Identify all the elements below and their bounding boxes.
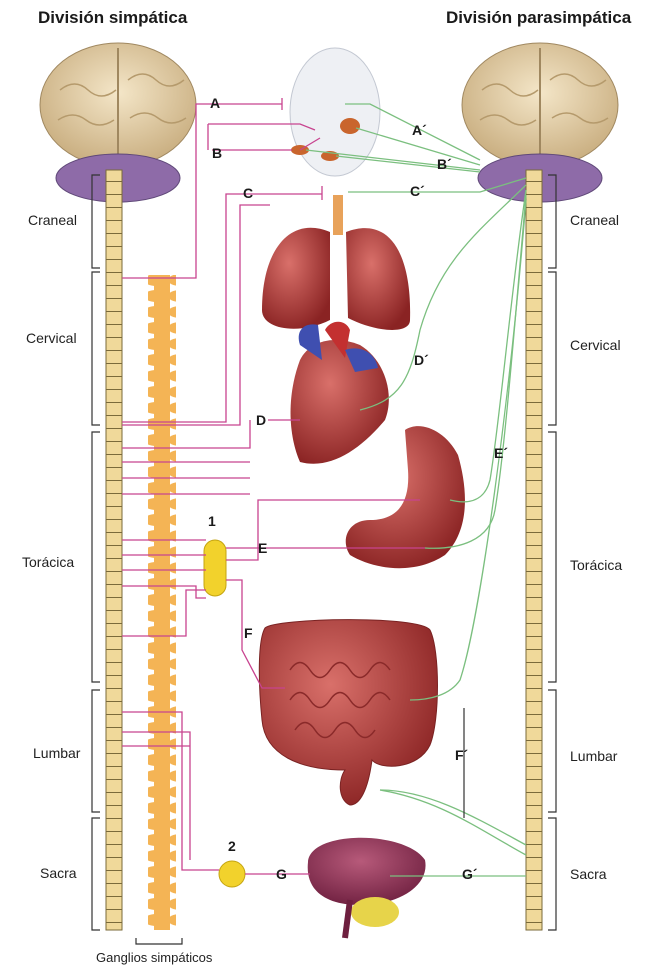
label-f: F	[244, 625, 253, 641]
left-region-sacra: Sacra	[40, 865, 77, 881]
label-e: E	[258, 540, 267, 556]
ganglia-caption: Ganglios simpáticos	[96, 950, 212, 965]
left-region-craneal: Craneal	[28, 212, 77, 228]
label-a: A	[210, 95, 220, 111]
label-c-prime: C´	[410, 183, 425, 199]
right-spinal-cord	[526, 170, 542, 930]
label-ganglion-1: 1	[208, 513, 216, 529]
right-region-craneal: Craneal	[570, 212, 619, 228]
ganglion-1	[204, 540, 226, 596]
right-region-brackets	[548, 175, 556, 930]
label-b: B	[212, 145, 222, 161]
label-b-prime: B´	[437, 156, 452, 172]
right-region-sacra: Sacra	[570, 866, 607, 882]
sympathetic-ganglia-chain	[148, 275, 176, 930]
bladder-illustration	[308, 838, 426, 938]
right-region-cervical: Cervical	[570, 337, 621, 353]
label-f-prime: F´	[455, 747, 468, 763]
left-spinal-cord	[106, 170, 122, 930]
right-region-lumbar: Lumbar	[570, 748, 617, 764]
ganglia-bracket	[136, 938, 182, 944]
title-parasympathetic: División parasimpática	[446, 8, 631, 28]
left-region-brackets	[92, 175, 100, 930]
left-region-toracica: Torácica	[22, 554, 74, 570]
label-e-prime: E´	[494, 445, 508, 461]
intestines-illustration	[259, 620, 437, 805]
ganglion-2	[219, 861, 245, 887]
lungs-illustration	[262, 195, 410, 330]
left-region-lumbar: Lumbar	[33, 745, 80, 761]
label-g: G	[276, 866, 287, 882]
label-c: C	[243, 185, 253, 201]
label-a-prime: A´	[412, 122, 427, 138]
heart-illustration	[291, 322, 389, 464]
label-ganglion-2: 2	[228, 838, 236, 854]
label-g-prime: G´	[462, 866, 478, 882]
left-region-cervical: Cervical	[26, 330, 77, 346]
label-d: D	[256, 412, 266, 428]
label-d-prime: D´	[414, 352, 429, 368]
title-sympathetic: División simpática	[38, 8, 187, 28]
right-region-toracica: Torácica	[570, 557, 622, 573]
